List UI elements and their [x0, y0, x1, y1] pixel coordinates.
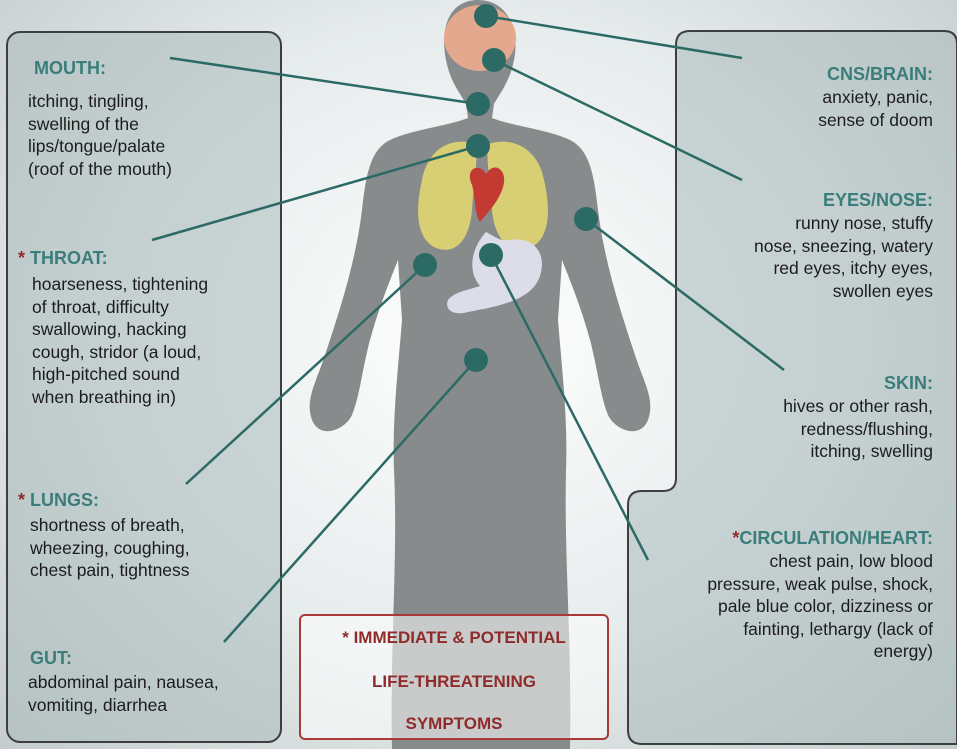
lungs-body: shortness of breath, wheezing, coughing,…	[30, 514, 190, 582]
circulation-line-5: energy)	[707, 640, 933, 663]
brain-dot	[474, 4, 498, 28]
eyes-section: EYES/NOSE: runny nose, stuffy nose, snee…	[754, 188, 933, 302]
throat-line-3: swallowing, hacking	[32, 318, 208, 341]
lungs-line-2: wheezing, coughing,	[30, 537, 190, 560]
throat-line-5: high-pitched sound	[32, 363, 208, 386]
throat-line-6: when breathing in)	[32, 386, 208, 409]
lungs-line-3: chest pain, tightness	[30, 559, 190, 582]
eyes-line-1: runny nose, stuffy	[754, 212, 933, 235]
mouth-section: MOUTH:	[34, 56, 106, 80]
gut-line	[224, 360, 476, 642]
throat-section: * THROAT:	[18, 246, 108, 270]
legend-line-2: LIFE-THREATENING	[301, 672, 607, 692]
throat-body: hoarseness, tightening of throat, diffic…	[32, 273, 208, 408]
gut-body: abdominal pain, nausea, vomiting, diarrh…	[28, 671, 219, 716]
mouth-line-3: lips/tongue/palate	[28, 135, 172, 158]
throat-line-4: cough, stridor (a loud,	[32, 341, 208, 364]
gut-title: GUT:	[30, 646, 72, 670]
lungs-star: *	[18, 490, 30, 510]
legend-box: * IMMEDIATE & POTENTIAL LIFE-THREATENING…	[299, 614, 609, 740]
lungs-line-1: shortness of breath,	[30, 514, 190, 537]
cns-section: CNS/BRAIN: anxiety, panic, sense of doom	[818, 62, 933, 131]
lungs-line	[186, 265, 425, 484]
throat-line	[152, 146, 478, 240]
gut-line-2: vomiting, diarrhea	[28, 694, 219, 717]
eyes-title: EYES/NOSE:	[754, 188, 933, 212]
eyes-line-3: red eyes, itchy eyes,	[754, 257, 933, 280]
circulation-line-4: fainting, lethargy (lack of	[707, 618, 933, 641]
cns-line	[486, 16, 742, 58]
lungs-dot	[413, 253, 437, 277]
mouth-line-4: (roof of the mouth)	[28, 158, 172, 181]
skin-line-3: itching, swelling	[783, 440, 933, 463]
cns-line-2: sense of doom	[818, 109, 933, 132]
legend-line-3: SYMPTOMS	[301, 714, 607, 734]
mouth-body: itching, tingling, swelling of the lips/…	[28, 90, 172, 180]
skin-section: SKIN: hives or other rash, redness/flush…	[783, 371, 933, 463]
circulation-line	[491, 255, 648, 560]
throat-dot	[466, 134, 490, 158]
skin-line-1: hives or other rash,	[783, 395, 933, 418]
eyes-line-4: swollen eyes	[754, 280, 933, 303]
lungs-title: LUNGS:	[30, 490, 99, 510]
throat-line-1: hoarseness, tightening	[32, 273, 208, 296]
lungs-section: * LUNGS:	[18, 488, 99, 512]
eyes-line	[494, 60, 742, 180]
mouth-line-1: itching, tingling,	[28, 90, 172, 113]
throat-star: *	[18, 248, 30, 268]
skin-dot	[574, 207, 598, 231]
circulation-title: CIRCULATION/HEART:	[739, 528, 933, 548]
eyes-line-2: nose, sneezing, watery	[754, 235, 933, 258]
gut-line-1: abdominal pain, nausea,	[28, 671, 219, 694]
throat-title: THROAT:	[30, 248, 108, 268]
cns-title: CNS/BRAIN:	[818, 62, 933, 86]
throat-line-2: of throat, difficulty	[32, 296, 208, 319]
circulation-line-2: pressure, weak pulse, shock,	[707, 573, 933, 596]
mouth-title: MOUTH:	[34, 56, 106, 80]
heart-dot	[479, 243, 503, 267]
circulation-section: *CIRCULATION/HEART: chest pain, low bloo…	[707, 526, 933, 663]
gut-section: GUT:	[30, 646, 72, 670]
mouth-dot	[466, 92, 490, 116]
cns-line-1: anxiety, panic,	[818, 86, 933, 109]
skin-line-2: redness/flushing,	[783, 418, 933, 441]
mouth-line-2: swelling of the	[28, 113, 172, 136]
gut-dot	[464, 348, 488, 372]
legend-line-1: * IMMEDIATE & POTENTIAL	[301, 628, 607, 648]
skin-title: SKIN:	[783, 371, 933, 395]
circulation-line-1: chest pain, low blood	[707, 550, 933, 573]
circulation-line-3: pale blue color, dizziness or	[707, 595, 933, 618]
mouth-line	[170, 58, 478, 104]
cns-dot	[482, 48, 506, 72]
